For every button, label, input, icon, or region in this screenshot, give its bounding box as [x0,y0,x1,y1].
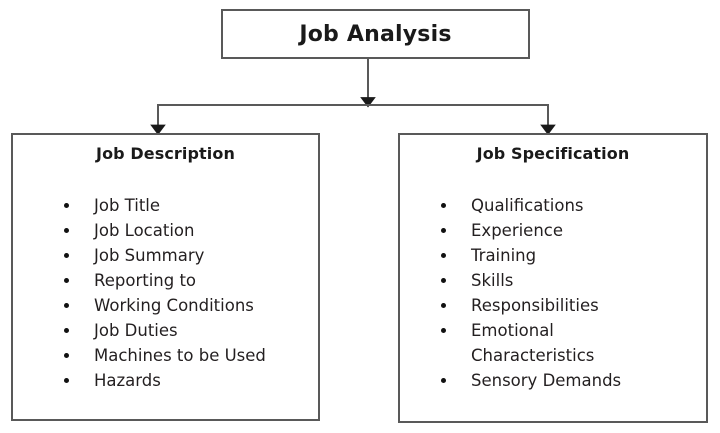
job-description-header: Job Description [96,144,235,163]
list-item: Experience [438,218,698,243]
list-item: Working Conditions [61,293,310,318]
job-specification-header: Job Specification [476,144,630,163]
list-item: Job Duties [61,318,310,343]
list-item: Training [438,243,698,268]
job-analysis-title: Job Analysis [299,21,452,47]
list-item: Job Title [61,193,310,218]
list-item: Emotional Characteristics [438,318,698,368]
list-item: Job Summary [61,243,310,268]
job-specification-node: Job Specification Qualifications Experie… [398,133,708,423]
job-specification-list: Qualifications Experience Training Skill… [438,193,698,393]
list-item: Machines to be Used [61,343,310,368]
list-item: Sensory Demands [438,368,698,393]
list-item: Qualifications [438,193,698,218]
list-item: Job Location [61,218,310,243]
job-description-list: Job Title Job Location Job Summary Repor… [61,193,310,393]
job-analysis-node: Job Analysis [221,9,530,59]
list-item: Hazards [61,368,310,393]
list-item: Reporting to [61,268,310,293]
list-item: Skills [438,268,698,293]
list-item: Responsibilities [438,293,698,318]
job-description-node: Job Description Job Title Job Location J… [11,133,320,421]
